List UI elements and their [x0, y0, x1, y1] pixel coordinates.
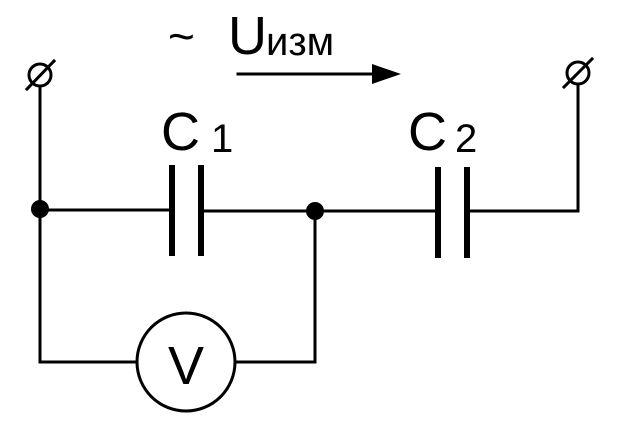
left-terminal-slash	[24, 58, 57, 92]
capacitor1-letter: C	[161, 102, 200, 162]
capacitor1-index: 1	[211, 117, 233, 161]
capacitor2-index: 2	[455, 117, 477, 161]
voltmeter-letter: V	[168, 336, 204, 396]
junction-middle	[306, 202, 324, 220]
voltmeter-circle	[135, 311, 237, 413]
voltage-subscript: изм	[266, 20, 334, 64]
right-terminal-slash	[561, 56, 595, 90]
voltage-arrow-head	[372, 64, 401, 84]
voltage-symbol: U	[228, 6, 267, 66]
junction-left	[31, 200, 49, 218]
tilde-symbol: ~	[168, 10, 195, 62]
capacitor2-letter: C	[408, 102, 447, 162]
